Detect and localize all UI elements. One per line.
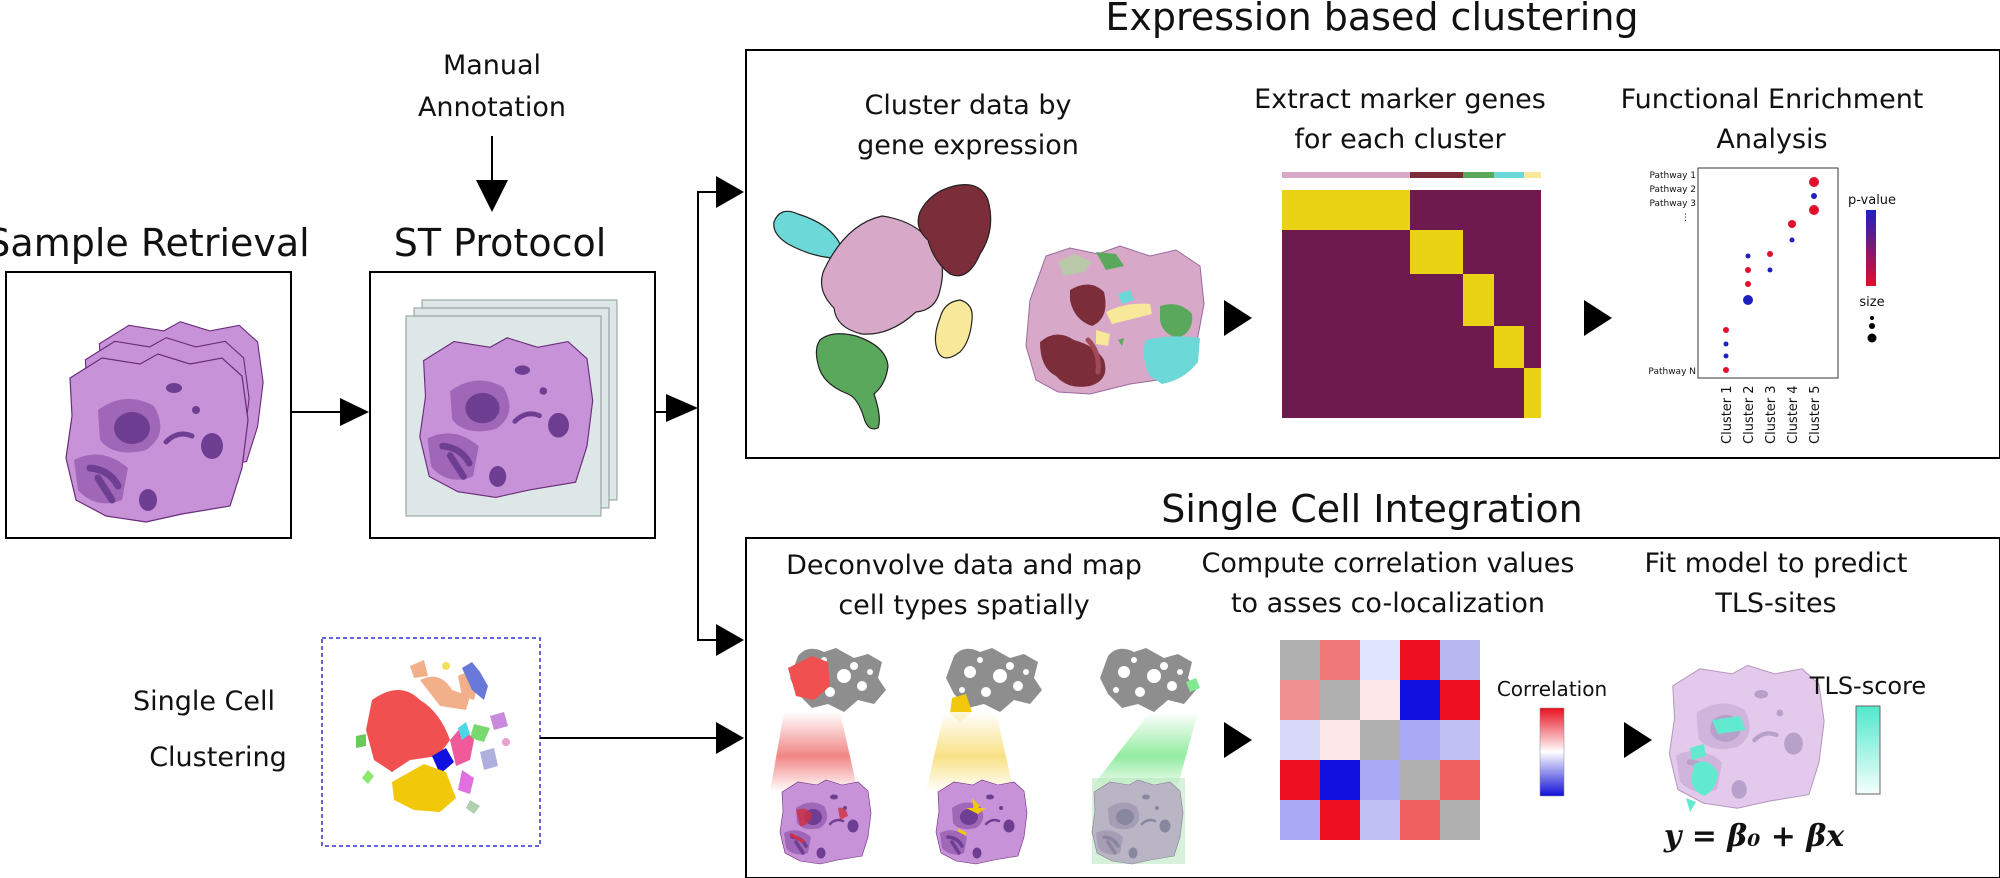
pathway-label-3: Pathway 3 bbox=[1649, 199, 1696, 209]
integration-title: Single Cell Integration bbox=[1161, 487, 1582, 531]
deconvolution-green bbox=[1088, 648, 1200, 866]
cluster-tick-5: Cluster 5 bbox=[1808, 385, 1823, 444]
pathway-label-1: Pathway 1 bbox=[1649, 171, 1696, 181]
integration-panel bbox=[745, 537, 2000, 878]
dot bbox=[1811, 193, 1817, 199]
cluster-blobs bbox=[773, 184, 992, 430]
dot bbox=[1809, 205, 1819, 215]
integration-step3-line2: TLS-sites bbox=[1714, 588, 1836, 619]
annotation-arrowhead bbox=[476, 180, 508, 212]
dot bbox=[1767, 251, 1773, 257]
cluster-tick-2: Cluster 2 bbox=[1742, 385, 1757, 444]
cluster-tick-4: Cluster 4 bbox=[1786, 385, 1801, 444]
dot bbox=[1723, 353, 1729, 359]
dot bbox=[1743, 295, 1753, 305]
st-protocol-title: ST Protocol bbox=[394, 221, 607, 265]
single-cell-clustering-line2: Clustering bbox=[149, 742, 287, 773]
pvalue-legend-label: p-value bbox=[1848, 193, 1896, 208]
correlation-legend-label: Correlation bbox=[1497, 677, 1607, 701]
dot bbox=[1789, 237, 1795, 243]
expression-clustering-panel bbox=[745, 49, 2000, 459]
sample-retrieval-title: Sample Retrieval bbox=[0, 221, 310, 265]
st-slide-stack bbox=[405, 299, 618, 517]
step3-line2: Analysis bbox=[1716, 124, 1827, 155]
tls-prediction-tissue bbox=[1669, 665, 1824, 812]
deconvolution-yellow bbox=[926, 648, 1042, 866]
dot bbox=[1723, 327, 1729, 333]
arrowhead-expression bbox=[716, 176, 744, 208]
expression-clustering-title: Expression based clustering bbox=[1105, 0, 1638, 39]
correlation-matrix bbox=[1280, 640, 1480, 840]
dot bbox=[1723, 367, 1729, 373]
step2-line2: for each cluster bbox=[1294, 124, 1506, 155]
cluster-tick-1: Cluster 1 bbox=[1720, 385, 1735, 444]
step3-line1: Functional Enrichment bbox=[1621, 84, 1924, 115]
marker-gene-heatmap bbox=[1282, 172, 1541, 418]
manual-annotation-line1: Manual bbox=[443, 50, 541, 81]
arrowhead-umap bbox=[716, 722, 744, 754]
dot bbox=[1745, 253, 1751, 259]
pathway-label-2: Pathway 2 bbox=[1649, 185, 1696, 195]
dot bbox=[1788, 220, 1796, 228]
integration-step1-line1: Deconvolve data and map bbox=[786, 550, 1142, 581]
dot bbox=[1723, 341, 1729, 347]
clustered-tissue bbox=[1025, 245, 1205, 395]
dot bbox=[1745, 267, 1751, 273]
dot bbox=[1745, 281, 1751, 287]
enrichment-plot: Pathway 1 Pathway 2 Pathway 3 ⋮ Pathway … bbox=[1648, 167, 1896, 444]
single-cell-clustering-line1: Single Cell bbox=[133, 686, 275, 717]
arrowhead-integration bbox=[716, 624, 744, 656]
integration-step1-line2: cell types spatially bbox=[838, 590, 1089, 621]
manual-annotation-line2: Annotation bbox=[418, 92, 566, 123]
tls-score-colorbar bbox=[1855, 705, 1881, 795]
dot bbox=[1767, 267, 1773, 273]
pathway-label-n: Pathway N bbox=[1648, 367, 1696, 377]
integration-step3-line1: Fit model to predict bbox=[1645, 548, 1908, 579]
dot bbox=[1809, 177, 1819, 187]
arrowhead-st bbox=[340, 398, 369, 426]
arrowhead-heatmap bbox=[1224, 300, 1252, 336]
tls-score-legend-label: TLS-score bbox=[1809, 672, 1926, 700]
integration-step2-line2: to asses co-localization bbox=[1231, 588, 1545, 619]
step1-line2: gene expression bbox=[857, 130, 1079, 161]
arrowhead-correlation bbox=[1224, 722, 1252, 758]
step1-line1: Cluster data by bbox=[865, 90, 1072, 121]
cluster-tick-3: Cluster 3 bbox=[1764, 385, 1779, 444]
deconvolution-red bbox=[770, 648, 886, 866]
umap-clusters bbox=[356, 660, 510, 814]
pvalue-colorbar bbox=[1866, 210, 1876, 286]
model-equation: y = β₀ + βx bbox=[1663, 819, 1845, 854]
size-legend-label: size bbox=[1859, 295, 1884, 310]
pathway-label-dots: ⋮ bbox=[1681, 213, 1690, 223]
integration-step2-line1: Compute correlation values bbox=[1202, 548, 1575, 579]
correlation-colorbar bbox=[1539, 707, 1565, 797]
arrowhead-enrichment bbox=[1584, 300, 1612, 336]
step2-line1: Extract marker genes bbox=[1254, 84, 1546, 115]
arrowhead-split bbox=[666, 394, 698, 422]
arrowhead-model bbox=[1624, 722, 1652, 758]
split-connector bbox=[697, 191, 716, 641]
